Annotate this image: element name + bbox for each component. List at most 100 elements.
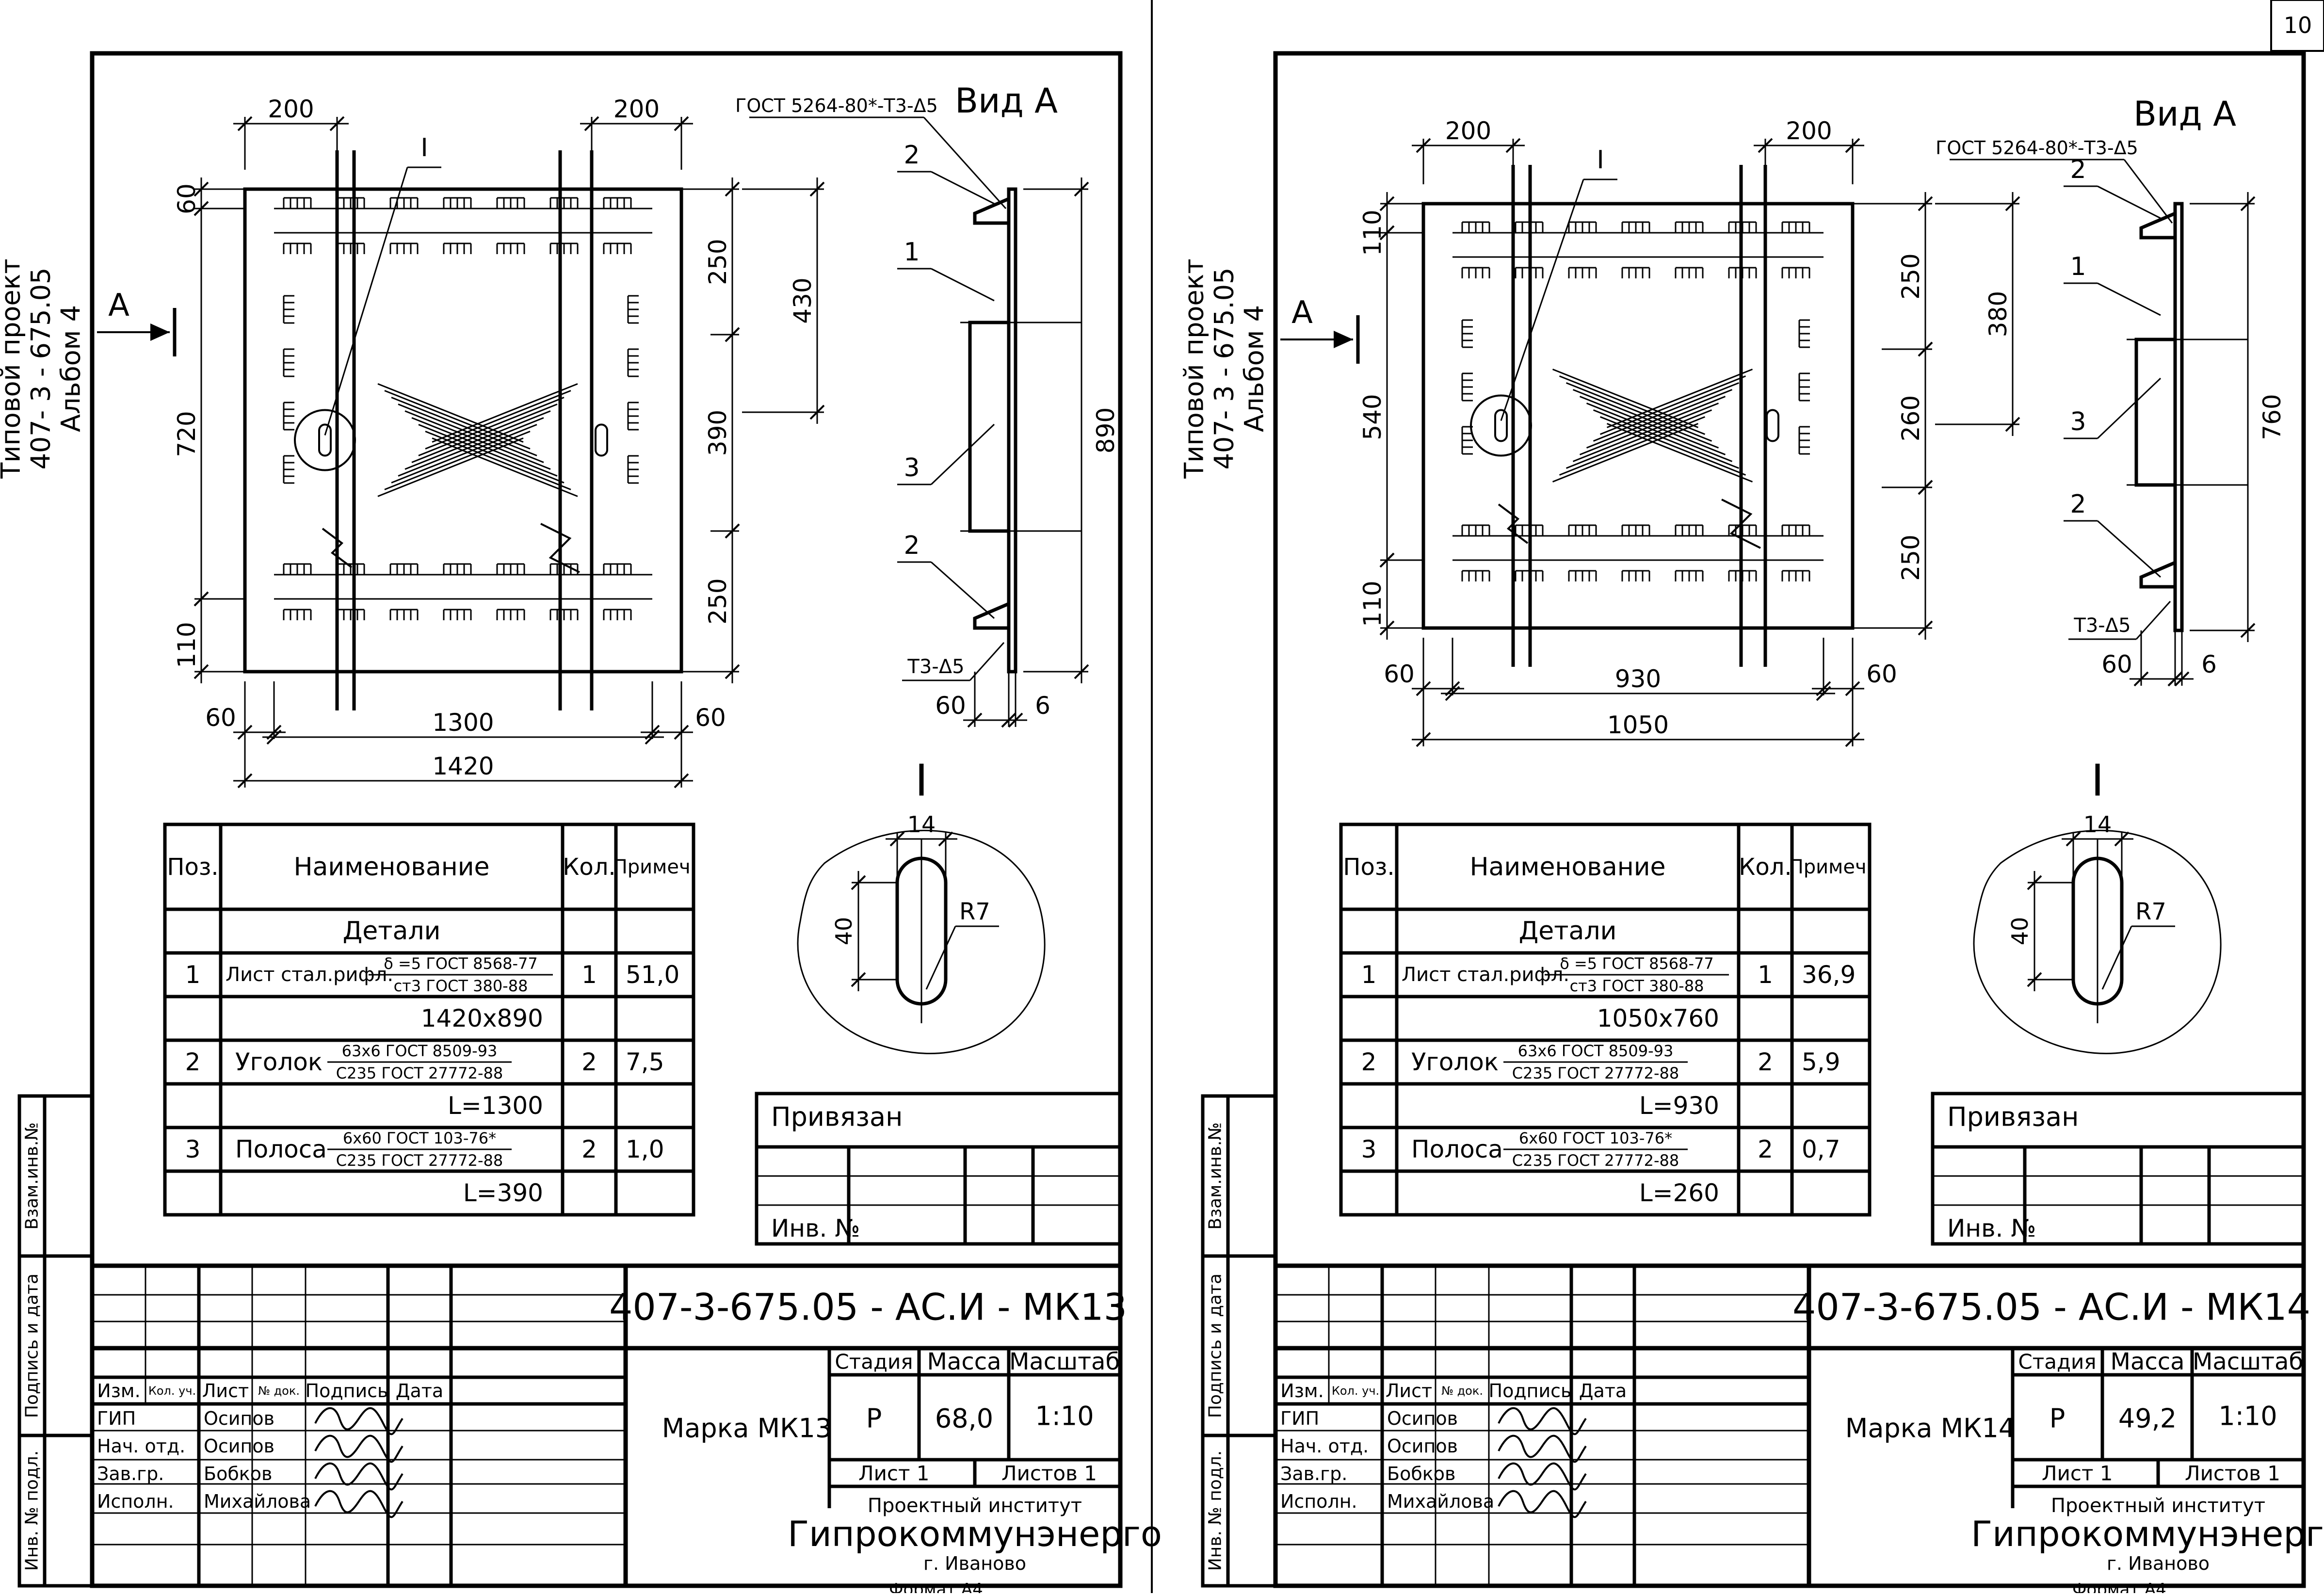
dim-text: 250 — [704, 239, 732, 285]
stage-value: Р — [866, 1403, 882, 1434]
inv-label: Инв. № — [771, 1214, 860, 1242]
sheets-count: Листов 1 — [2185, 1462, 2280, 1485]
person-name: Осипов — [1387, 1435, 1458, 1457]
table-cell-note: 7,5 — [626, 1048, 664, 1076]
table-header-name: Наименование — [293, 853, 489, 882]
table-cell-name: Уголок — [1411, 1048, 1499, 1076]
table-header-note: Примеч. — [613, 856, 697, 878]
table-cell-size: L=260 — [1639, 1179, 1719, 1207]
dim-text: 60 — [1384, 660, 1415, 688]
detail-title: I — [915, 756, 928, 806]
dim-text: 1300 — [432, 709, 494, 737]
privyazan-label: Привязан — [1947, 1102, 2079, 1132]
leader-line — [2102, 926, 2131, 989]
slot — [1495, 410, 1507, 441]
view-arrow-label: А — [108, 288, 129, 323]
dim-text: 390 — [704, 410, 732, 456]
sheet-title: Марка МК14 — [1845, 1413, 2015, 1444]
position-label-3: 3 — [2070, 407, 2086, 436]
table-cell-qty: 2 — [581, 1135, 597, 1163]
table-cell-qty: 1 — [581, 961, 597, 989]
position-label-4: 2 — [904, 531, 920, 560]
person-name: Бобков — [204, 1463, 272, 1484]
leader-line — [2124, 160, 2172, 223]
person-role: Зав.гр. — [1280, 1463, 1347, 1484]
table-cell-name: Уголок — [235, 1048, 323, 1076]
weld-note: Т3-Δ5 — [907, 656, 964, 678]
table-cell-size: 1050x760 — [1597, 1004, 1719, 1032]
side-project-title: Типовой проект — [1179, 258, 1210, 479]
table-cell-std-top: δ =5 ГОСТ 8568-77 — [384, 954, 538, 973]
table-header-qty: Кол. — [1739, 854, 1791, 881]
person-role: ГИП — [1280, 1408, 1319, 1429]
stamp-signature-date: Подпись и дата — [1206, 1273, 1226, 1418]
leader-line — [924, 117, 1006, 209]
dim-text: 930 — [1615, 665, 1661, 693]
leader-line — [926, 926, 955, 989]
dim-text: 6 — [2201, 650, 2217, 678]
weld-note: Т3-Δ5 — [2073, 614, 2130, 637]
table-cell-name: Полоса — [1411, 1135, 1503, 1163]
sheet-format: Формат А4 — [2072, 1580, 2166, 1593]
person-name: Осипов — [204, 1435, 274, 1457]
view-a-title: Вид А — [2133, 94, 2236, 134]
stamp-inv-podl: Инв. № подл. — [1206, 1450, 1226, 1571]
dim-text: 200 — [613, 95, 660, 123]
table-cell-std-top: 6x60 ГОСТ 103-76* — [1519, 1129, 1672, 1147]
dim-text: 540 — [1358, 394, 1387, 440]
sig-header-5: Дата — [1579, 1380, 1627, 1402]
mass-header: Масса — [927, 1348, 1001, 1375]
table-cell-qty: 2 — [581, 1048, 597, 1076]
sig-header-1: Кол. уч. — [1332, 1384, 1379, 1398]
table-group-details: Детали — [1519, 917, 1617, 946]
arrow-head — [1334, 331, 1353, 348]
sheet-title: Марка МК13 — [662, 1413, 832, 1444]
table-cell-note: 5,9 — [1802, 1048, 1840, 1076]
table-header-qty: Кол. — [563, 854, 615, 881]
scale-value: 1:10 — [2218, 1401, 2277, 1432]
stamp-inv-podl: Инв. № подл. — [22, 1450, 42, 1571]
table-cell-size: L=1300 — [448, 1092, 543, 1120]
side-project-number: 407- 3 - 675.05 — [26, 268, 56, 470]
stamp-signature-date: Подпись и дата — [22, 1273, 42, 1418]
dim-text: 14 — [907, 811, 936, 838]
dim-text: 60 — [2101, 650, 2132, 678]
table-cell-note: 0,7 — [1802, 1135, 1840, 1163]
position-label-4: 2 — [2070, 490, 2086, 519]
table-cell-note: 36,9 — [1802, 961, 1856, 989]
sig-header-1: Кол. уч. — [148, 1384, 196, 1398]
table-cell-note: 1,0 — [626, 1135, 664, 1163]
side-strip — [970, 322, 1009, 531]
detail-ref: I — [420, 133, 428, 162]
table-cell-name: Лист стал.рифл. — [1402, 964, 1569, 986]
sheets-count: Листов 1 — [1001, 1462, 1097, 1485]
detail-radius: R7 — [959, 898, 990, 925]
dim-text: 200 — [1445, 117, 1491, 145]
position-label-3: 3 — [904, 453, 920, 483]
table-cell-size: L=930 — [1639, 1092, 1719, 1120]
sig-header-0: Изм. — [1280, 1380, 1323, 1402]
doc-code: 407-3-675.05 - АС.И - МК14 — [1792, 1286, 2310, 1329]
dim-text: 40 — [831, 917, 857, 946]
stage-header: Стадия — [835, 1350, 913, 1374]
slot — [1767, 410, 1778, 441]
dim-text: 250 — [1897, 534, 1925, 580]
sig-header-4: Подпись — [1489, 1380, 1572, 1402]
table-cell-pos: 1 — [185, 961, 201, 989]
table-cell-size: 1420x890 — [421, 1004, 543, 1032]
institute-city: г. Иваново — [923, 1553, 1026, 1574]
leader-line — [931, 424, 994, 484]
inv-label: Инв. № — [1947, 1214, 2036, 1242]
dim-text: 40 — [2007, 917, 2033, 946]
detail-circle — [295, 410, 355, 470]
stamp-vzam-inv: Взам.инв.№ — [22, 1122, 42, 1230]
sig-header-2: Лист — [202, 1380, 249, 1402]
dim-text: 250 — [1897, 253, 1925, 299]
slot — [596, 425, 607, 456]
dim-text: 430 — [789, 277, 817, 323]
person-role: Исполн. — [97, 1491, 174, 1512]
person-role: Нач. отд. — [1280, 1435, 1369, 1457]
table-header-name: Наименование — [1469, 853, 1665, 882]
